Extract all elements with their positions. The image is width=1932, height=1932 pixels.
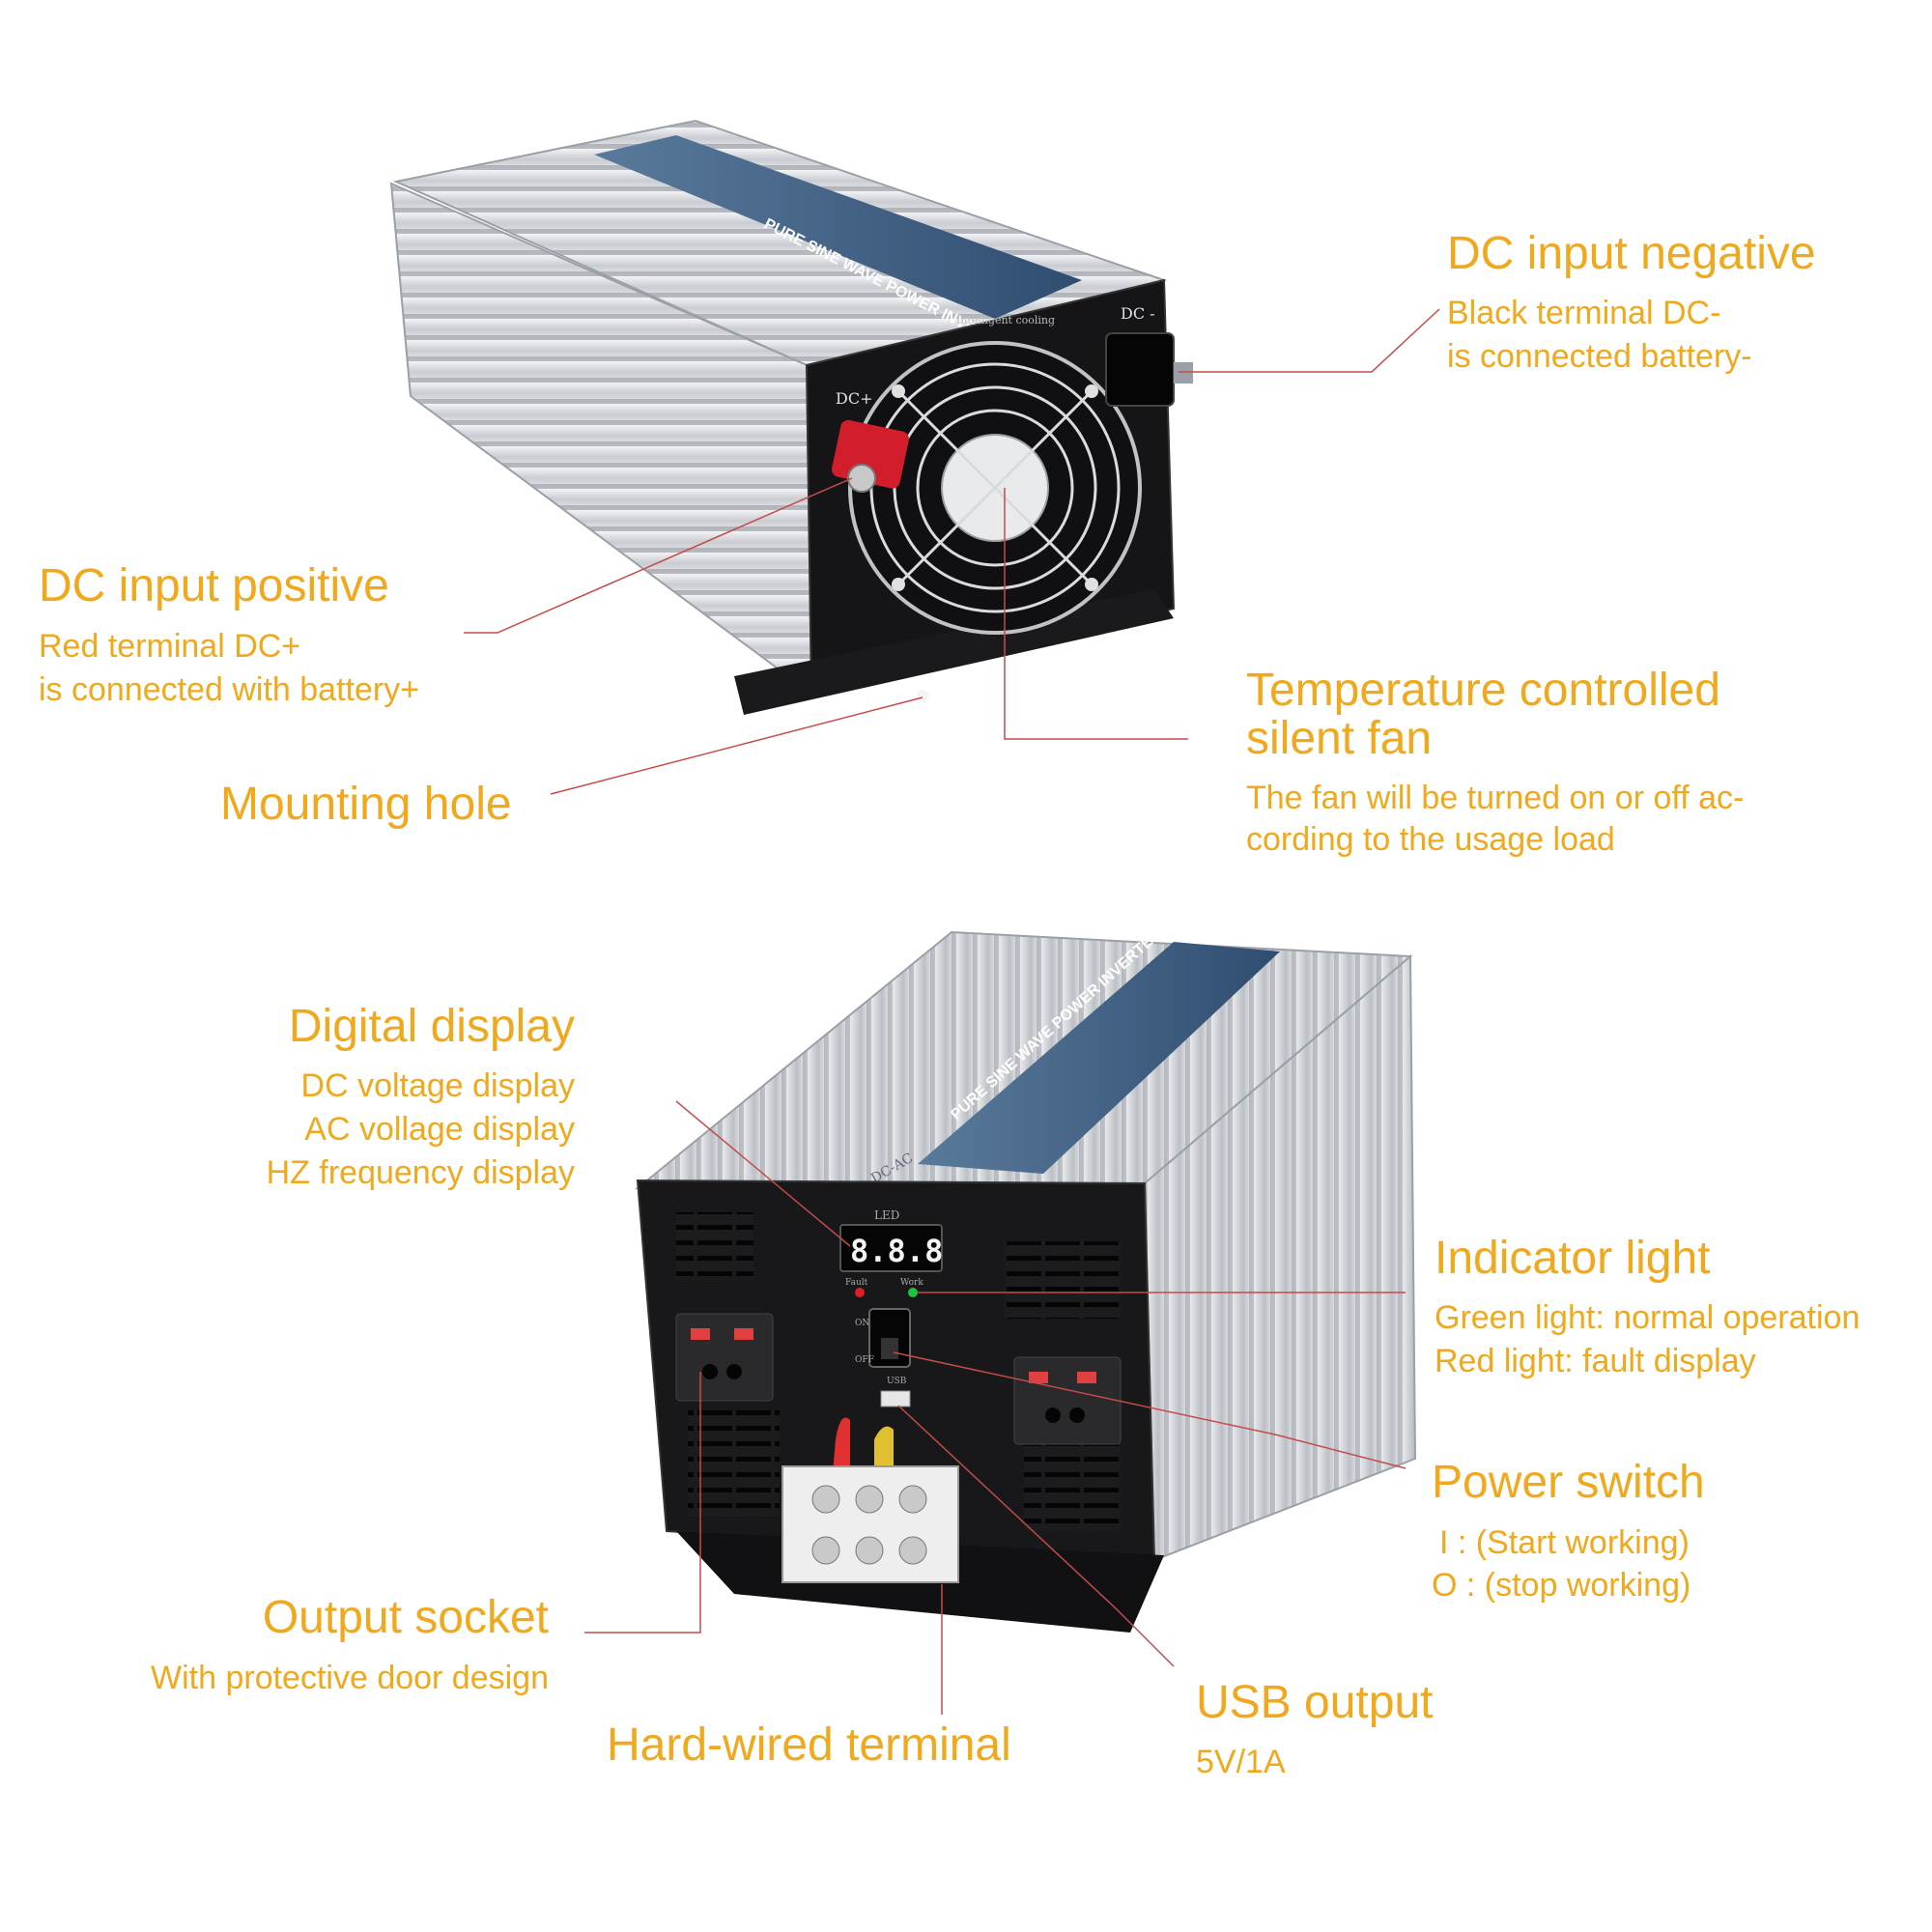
led-label-text: LED [874, 1208, 899, 1222]
leader-fan [1004, 488, 1188, 740]
dc-positive-line-2: is connected with battery+ [39, 671, 419, 708]
dc-plus-text: DC+ [836, 389, 872, 408]
leader-usb-output [897, 1405, 1175, 1667]
dc-positive-terminal: DC+ [832, 389, 909, 493]
fan-title-line-1: Temperature controlled [1246, 665, 1720, 716]
off-label-text: OFF [855, 1355, 874, 1365]
on-label-text: ON [855, 1319, 869, 1328]
dc-positive-line-1: Red terminal DC+ [39, 628, 300, 665]
leader-digital-display [675, 1100, 851, 1247]
fan-line-1: The fan will be turned on or off ac- [1246, 780, 1744, 816]
callout-dc-positive: DC input positive Red terminal DC+ is co… [39, 560, 419, 708]
leader-lines [464, 308, 1440, 1715]
callout-indicator-light: Indicator light Green light: normal oper… [1435, 1233, 1860, 1379]
inverter-bottom-view: PURE SINE WAVE POWER INVERTER DC-AC LED … [635, 925, 1417, 1633]
hardwired-terminal-block [781, 1417, 959, 1583]
hardwired-terminal-title: Hard-wired terminal [607, 1719, 1011, 1771]
vent-left-bottom [688, 1410, 780, 1517]
output-socket-left [675, 1313, 774, 1402]
callout-hardwired-terminal: Hard-wired terminal [607, 1719, 1011, 1771]
output-socket-right [1013, 1356, 1122, 1445]
callout-mounting-hole: Mounting hole [220, 779, 512, 830]
power-switch-title: Power switch [1432, 1457, 1705, 1508]
work-label-text: Work [900, 1278, 923, 1288]
callout-fan: Temperature controlled silent fan The fa… [1246, 665, 1744, 858]
fan-title-line-2: silent fan [1246, 713, 1432, 764]
fault-label-text: Fault [845, 1278, 868, 1288]
dc-negative-line-1: Black terminal DC- [1447, 295, 1720, 331]
vent-left-top [676, 1212, 753, 1280]
indicator-light-line-1: Green light: normal operation [1435, 1299, 1860, 1336]
mounting-hole-title: Mounting hole [220, 779, 512, 830]
digital-display-screen [839, 1224, 943, 1272]
usb-output-line-1: 5V/1A [1196, 1744, 1286, 1780]
vent-right-bottom [1024, 1430, 1121, 1531]
dc-negative-line-2: is connected battery- [1447, 338, 1752, 375]
usb-port [880, 1390, 911, 1407]
mounting-hole-marker [917, 690, 928, 701]
work-light [908, 1288, 918, 1297]
usb-label-text: USB [887, 1377, 907, 1386]
leader-mounting-hole [550, 696, 923, 795]
cooling-fan [848, 341, 1142, 635]
leader-output-socket [584, 1372, 701, 1634]
leader-dc-negative [1179, 308, 1440, 373]
callout-power-switch: Power switch I : (Start working) O : (st… [1432, 1457, 1705, 1604]
vent-right-top [1005, 1241, 1121, 1319]
power-switch-line-2: O : (stop working) [1432, 1567, 1690, 1604]
power-switch-line-1: I : (Start working) [1439, 1524, 1690, 1561]
leader-power-switch [893, 1351, 1406, 1469]
dc-negative-title: DC input negative [1447, 228, 1816, 279]
inverter-top-view: PURE SINE WAVE POWER INVERTER Intelligen… [389, 119, 1193, 715]
digital-display-line-2: AC vollage display [304, 1111, 575, 1148]
callout-digital-display: Digital display DC voltage display AC vo… [267, 1001, 575, 1191]
dc-positive-title: DC input positive [39, 560, 389, 611]
digital-display-line-3: HZ frequency display [267, 1154, 575, 1191]
display-digits: 8.8.8 [850, 1233, 943, 1269]
digital-display-line-1: DC voltage display [301, 1067, 575, 1104]
fan-line-2: cording to the usage load [1246, 821, 1615, 858]
indicator-light-title: Indicator light [1435, 1233, 1711, 1284]
intelligent-cooling-text: Intelligent cooling [956, 314, 1055, 327]
digital-display-title: Digital display [289, 1001, 575, 1052]
fault-light [855, 1288, 865, 1297]
callout-output-socket: Output socket With protective door desig… [151, 1592, 549, 1696]
leader-dc-positive [464, 477, 853, 634]
callout-usb-output: USB output 5V/1A [1196, 1677, 1433, 1780]
dc-minus-text: DC - [1121, 304, 1155, 323]
output-socket-line-1: With protective door design [151, 1660, 549, 1696]
indicator-light-line-2: Red light: fault display [1435, 1343, 1756, 1379]
usb-output-title: USB output [1196, 1677, 1433, 1728]
dc-negative-terminal: DC - [1105, 304, 1193, 407]
callout-dc-negative: DC input negative Black terminal DC- is … [1447, 228, 1816, 375]
output-socket-title: Output socket [263, 1592, 549, 1643]
